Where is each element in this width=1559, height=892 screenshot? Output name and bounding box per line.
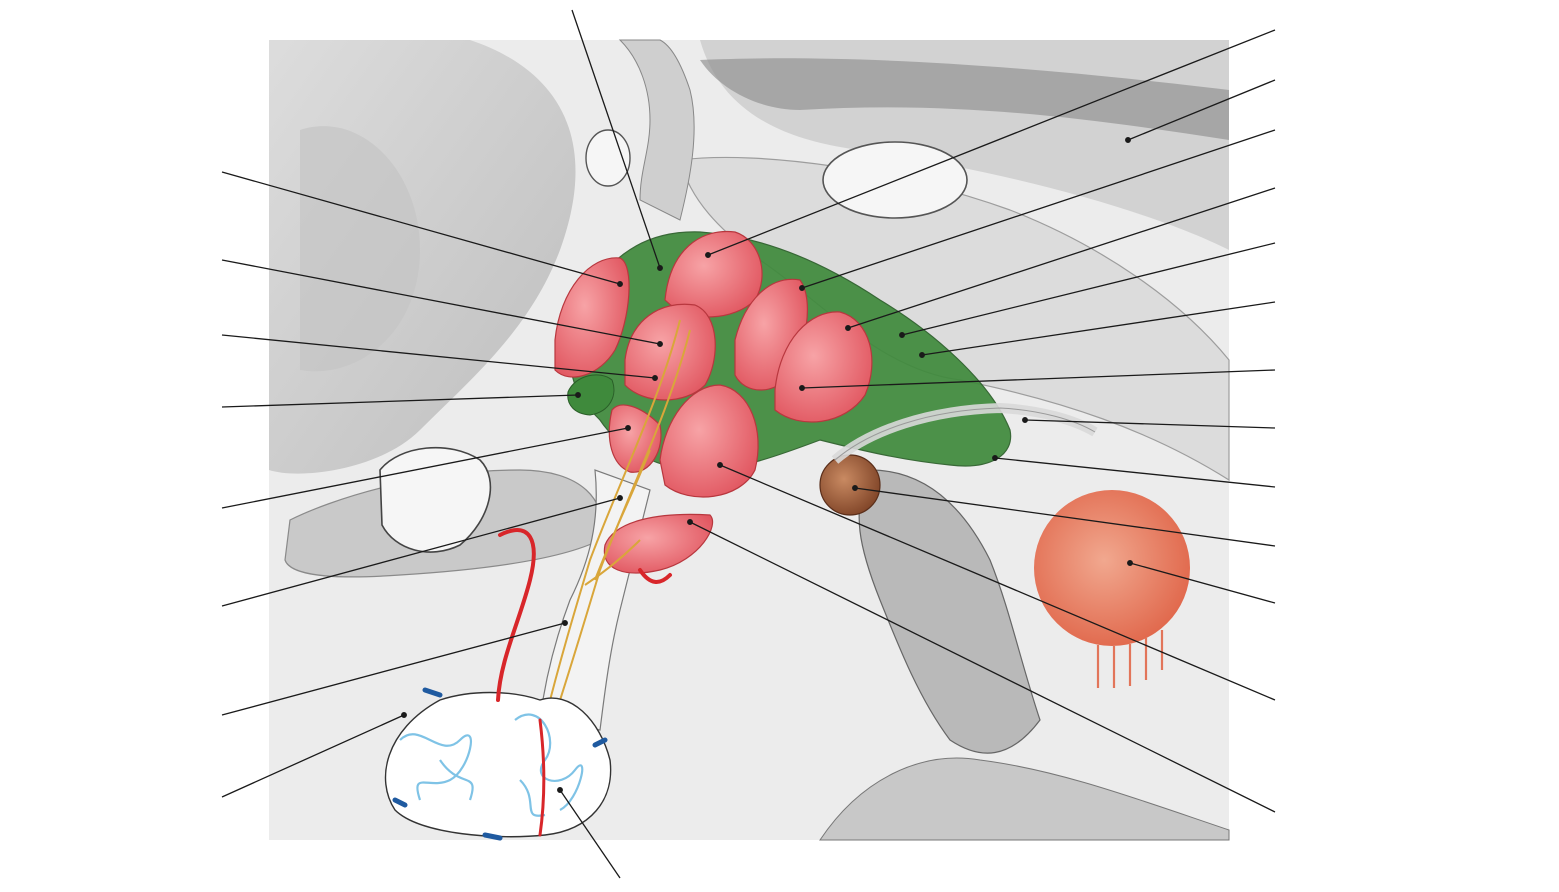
leader-line-bottom <box>557 787 621 879</box>
lobe-lower-center <box>659 384 759 498</box>
capillary-network <box>399 713 584 817</box>
leader-line-top <box>571 9 663 271</box>
red-lobes <box>554 230 873 574</box>
lobe-left <box>554 257 630 378</box>
posterior-bulb <box>384 691 612 838</box>
leader-lines-left <box>221 171 663 798</box>
vein <box>392 687 608 841</box>
artery <box>496 528 536 702</box>
nerve-fibers <box>544 319 691 726</box>
brown-node <box>819 454 881 516</box>
leader-lines <box>221 9 1276 879</box>
lobe-top-center <box>664 230 763 318</box>
background-anatomy <box>269 39 1230 841</box>
leader-lines-right <box>687 29 1276 813</box>
blood-vessels <box>392 528 672 841</box>
green-knob <box>567 374 615 416</box>
lobe-bottom <box>603 513 714 574</box>
lobe-right <box>774 311 873 423</box>
